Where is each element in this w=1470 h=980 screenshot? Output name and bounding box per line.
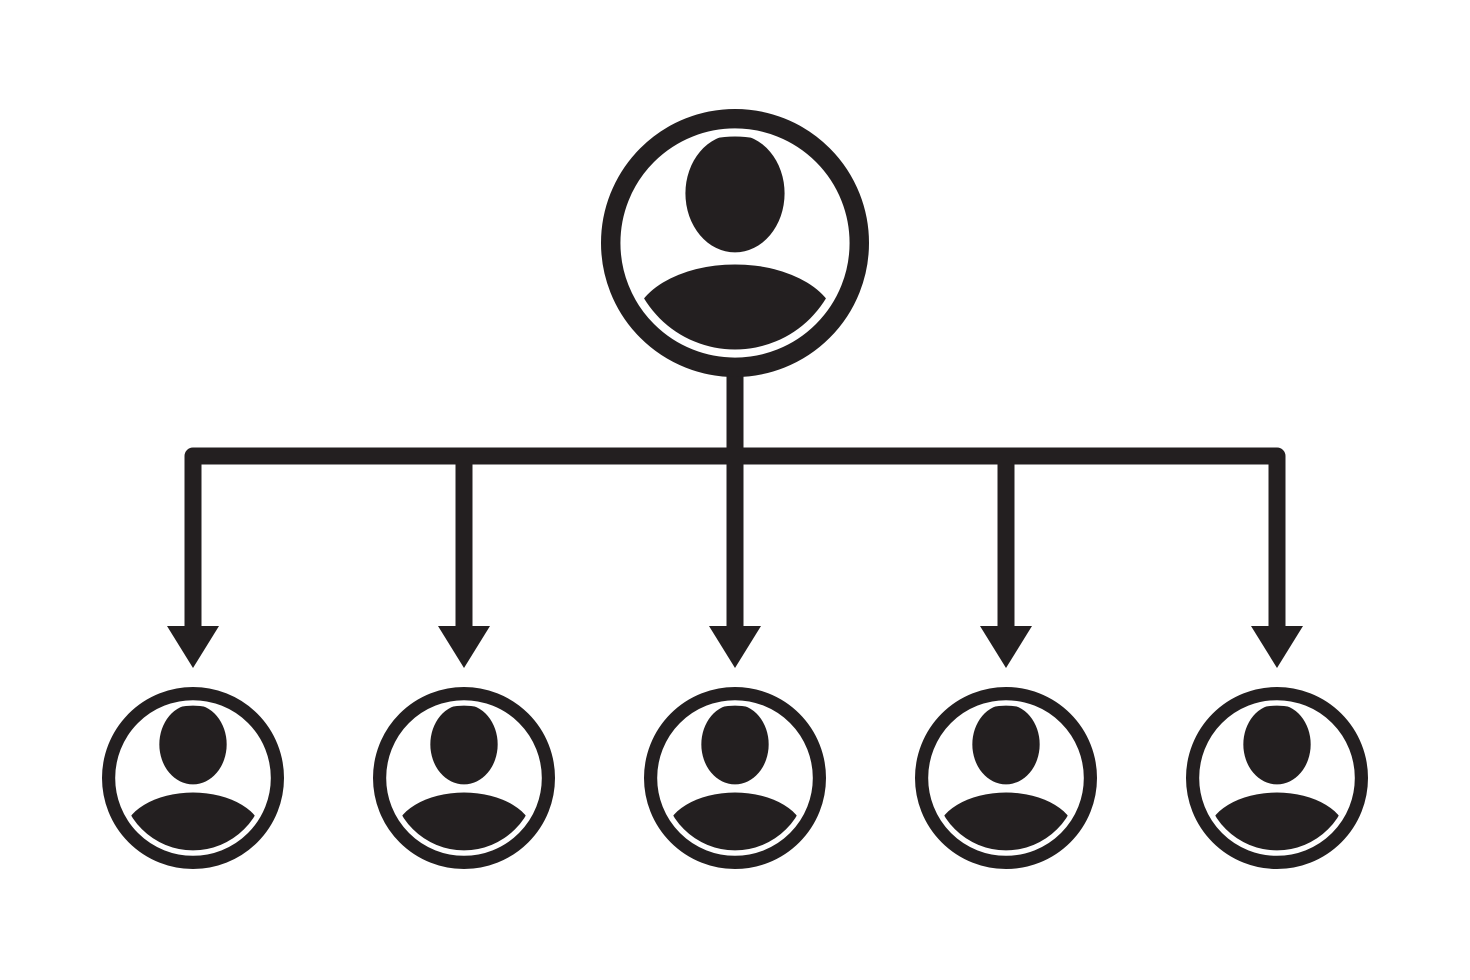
user-icon (1207, 705, 1347, 851)
user-body (633, 264, 837, 350)
user-head (430, 705, 498, 785)
user-icon (394, 705, 534, 851)
user-head (1243, 705, 1311, 785)
child-node-2 (373, 687, 555, 870)
user-head (972, 705, 1040, 785)
user-head (159, 705, 227, 785)
child-node-1 (102, 687, 284, 870)
user-icon (123, 705, 263, 851)
user-head (701, 705, 769, 785)
arrow-down-icon (167, 626, 219, 668)
user-body (936, 792, 1076, 851)
user-icon (665, 705, 805, 851)
arrow-down-icon (438, 626, 490, 668)
root-node (600, 108, 869, 378)
user-head (685, 136, 785, 253)
nodes (102, 108, 1369, 870)
child-node-3 (644, 687, 827, 870)
user-body (394, 792, 534, 851)
child-node-4 (915, 687, 1098, 870)
connectors (167, 375, 1303, 668)
user-body (123, 792, 263, 851)
child-node-5 (1186, 687, 1369, 870)
user-body (1207, 792, 1347, 851)
arrow-down-icon (1251, 626, 1303, 668)
user-icon (633, 136, 837, 350)
arrow-down-icon (709, 626, 761, 668)
arrow-down-icon (980, 626, 1032, 668)
user-icon (936, 705, 1076, 851)
user-body (665, 792, 805, 851)
